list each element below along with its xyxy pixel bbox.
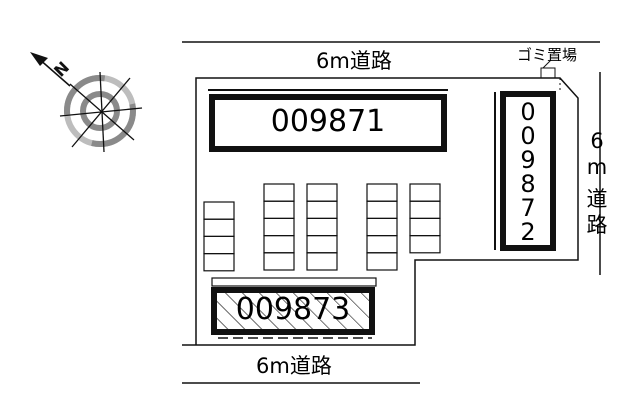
parking-space: [306, 200, 338, 219]
parking-area: [203, 183, 441, 272]
site-boundary: [182, 77, 579, 346]
parking-space: [409, 183, 441, 202]
garbage-label: ゴミ置場: [517, 46, 578, 64]
road-right-char: 路: [586, 213, 608, 237]
road-right-width: 6: [590, 129, 604, 153]
road-label-bottom: 6m道路: [256, 354, 332, 378]
parking-space: [203, 201, 235, 220]
garbage-area: [540, 59, 556, 79]
digit: 0: [520, 98, 536, 126]
parking-space: [263, 183, 295, 202]
building-label-009871: 009871: [270, 104, 386, 139]
parking-space: [306, 235, 338, 254]
building-label-009872: 0 0 9 8 7 2: [506, 100, 550, 244]
building-label-009873: 009873: [235, 292, 351, 327]
parking-space: [409, 217, 441, 237]
digit: 2: [520, 218, 536, 246]
parking-space: [366, 235, 398, 254]
compass-icon: N: [30, 52, 143, 153]
parking-space: [409, 200, 441, 219]
parking-space: [203, 235, 235, 255]
road-right-char: 道: [586, 187, 608, 211]
digit: 7: [520, 194, 536, 222]
road-label-top: 6m道路: [316, 49, 392, 73]
digit: 8: [520, 170, 536, 198]
building-009871[interactable]: [208, 89, 448, 152]
road-lines: [182, 41, 601, 384]
parking-space: [306, 217, 338, 237]
parking-space: [366, 252, 398, 271]
parking-space: [409, 235, 441, 254]
parking-space: [366, 200, 398, 219]
digit: 9: [520, 146, 536, 174]
parking-space: [306, 252, 338, 271]
parking-space: [203, 253, 235, 272]
north-label: N: [50, 58, 73, 81]
parking-space: [263, 235, 295, 254]
parking-space: [203, 218, 235, 237]
parking-space: [366, 183, 398, 202]
road-right-unit: m: [586, 155, 608, 179]
building-009873[interactable]: [211, 277, 377, 339]
parking-space: [306, 183, 338, 202]
building-009872[interactable]: [494, 91, 556, 251]
parking-space: [263, 200, 295, 219]
parking-space: [263, 217, 295, 237]
parking-space: [263, 252, 295, 271]
digit: 0: [520, 122, 536, 150]
parking-space: [366, 217, 398, 237]
road-label-right: 6 m 道 路: [584, 128, 610, 238]
